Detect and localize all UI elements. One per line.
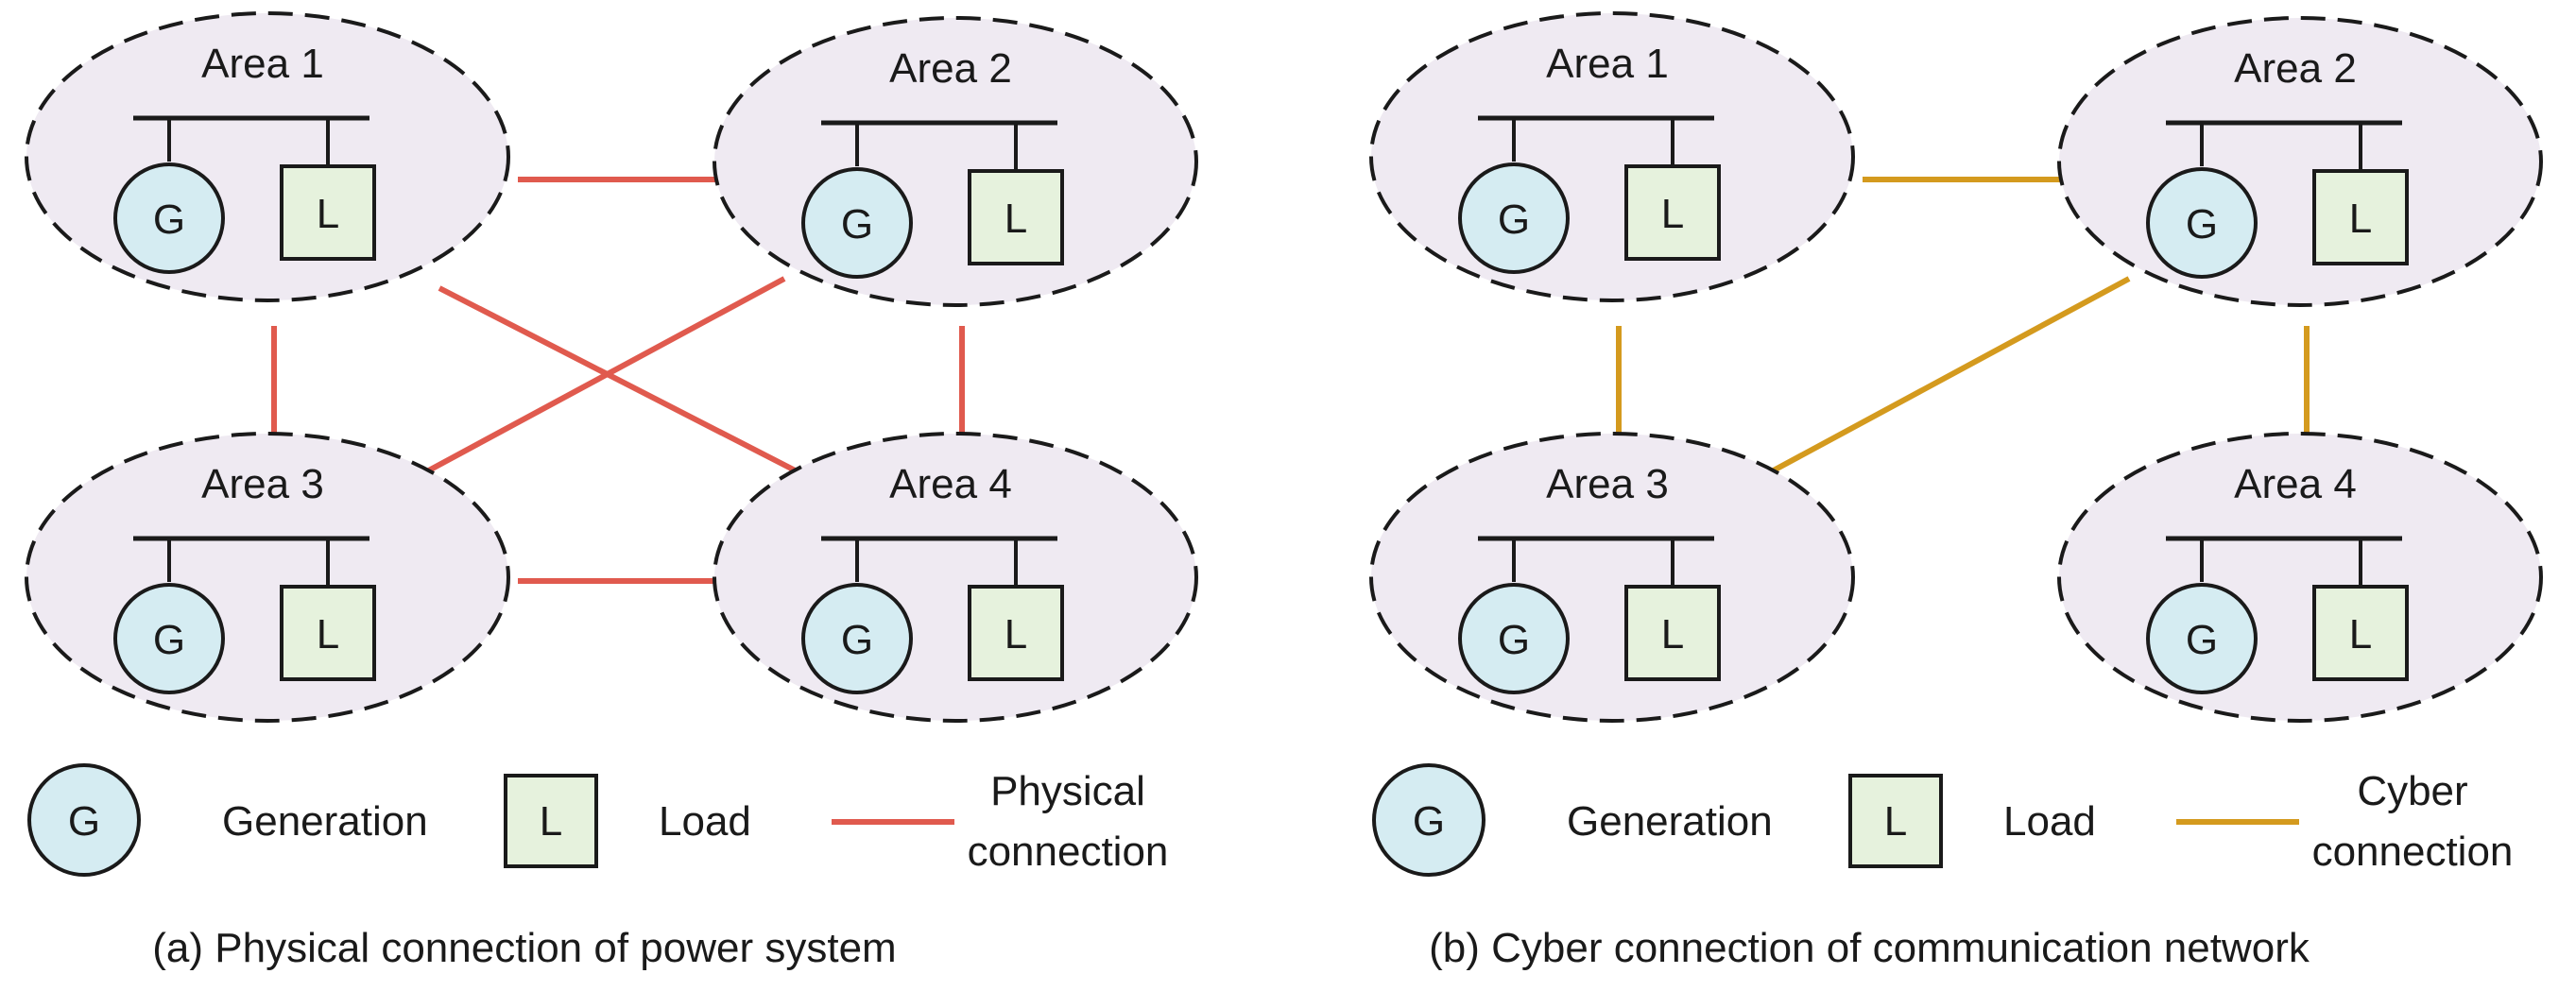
legend-load-label: Load [659, 798, 751, 845]
area-label: Area 3 [201, 461, 324, 507]
generation-circle [113, 162, 225, 274]
legend: G Generation L Load Cyber connection [1372, 763, 2514, 877]
legend-generation-symbol: G [1413, 798, 1445, 845]
load-square [1624, 164, 1721, 261]
load-square [280, 585, 376, 681]
legend-generation-symbol: G [68, 798, 100, 845]
area-label: Area 3 [1546, 461, 1669, 507]
connections-group [271, 177, 965, 584]
panel-caption: (a) Physical connection of power system [152, 925, 896, 971]
generation-circle [1458, 583, 1570, 694]
connection-0-3 [438, 285, 810, 480]
legend-load-symbol: L [540, 798, 562, 845]
panel-a: Area 1 G L Area 2 G L Area 3 G L Area 4 G L G Generat… [25, 11, 1198, 971]
generation-circle [2146, 583, 2258, 694]
generation-symbol: G [841, 201, 873, 248]
legend-connection-label-line2: connection [968, 829, 1169, 875]
area-node: Area 3 G L [1369, 432, 1855, 723]
generation-circle [113, 583, 225, 694]
area-label: Area 4 [889, 461, 1012, 507]
panel-caption: (b) Cyber connection of communication ne… [1429, 925, 2310, 971]
legend-generation-label: Generation [222, 798, 428, 845]
area-label: Area 1 [201, 41, 324, 87]
load-square [2312, 169, 2409, 265]
legend-connection-label-line1: Physical [990, 768, 1145, 814]
connections-group [1616, 177, 2310, 475]
area-node: Area 1 G L [25, 11, 510, 302]
area-node: Area 2 G L [713, 16, 1198, 307]
load-symbol: L [2349, 611, 2372, 658]
load-symbol: L [1005, 611, 1027, 658]
area-label: Area 4 [2234, 461, 2357, 507]
load-square [968, 585, 1064, 681]
connection-1-2 [1768, 276, 2131, 475]
generation-symbol: G [153, 617, 185, 663]
generation-symbol: G [1498, 617, 1530, 663]
load-square [1624, 585, 1721, 681]
generation-symbol: G [1498, 196, 1530, 243]
generation-circle [1458, 162, 1570, 274]
connection-1-2 [423, 276, 786, 475]
legend-generation-icon [1372, 763, 1485, 877]
area-node: Area 4 G L [2057, 432, 2543, 723]
generation-circle [2146, 167, 2258, 279]
generation-circle [801, 167, 913, 279]
panel-b: Area 1 G L Area 2 G L Area 3 G L Area 4 G L G Generat… [1369, 11, 2543, 971]
generation-symbol: G [2186, 617, 2218, 663]
legend-load-label: Load [2003, 798, 2096, 845]
load-symbol: L [1661, 191, 1684, 237]
generation-symbol: G [153, 196, 185, 243]
load-symbol: L [1005, 196, 1027, 242]
area-label: Area 2 [2234, 45, 2357, 92]
legend-generation-label: Generation [1567, 798, 1773, 845]
area-label: Area 1 [1546, 41, 1669, 87]
legend-connection-label-line2: connection [2312, 829, 2514, 875]
legend-generation-icon [27, 763, 141, 877]
generation-symbol: G [2186, 201, 2218, 248]
load-square [280, 164, 376, 261]
legend-load-icon [504, 774, 598, 868]
legend-load-icon [1848, 774, 1943, 868]
load-symbol: L [317, 191, 339, 237]
load-symbol: L [1661, 611, 1684, 658]
load-square [968, 169, 1064, 265]
area-node: Area 4 G L [713, 432, 1198, 723]
legend-connection-label-line1: Cyber [2357, 768, 2467, 814]
legend-load-symbol: L [1884, 798, 1907, 845]
load-symbol: L [2349, 196, 2372, 242]
generation-circle [801, 583, 913, 694]
legend: G Generation L Load Physical connection [27, 763, 1169, 877]
area-node: Area 1 G L [1369, 11, 1855, 302]
area-node: Area 3 G L [25, 432, 510, 723]
load-symbol: L [317, 611, 339, 658]
load-square [2312, 585, 2409, 681]
area-label: Area 2 [889, 45, 1012, 92]
area-node: Area 2 G L [2057, 16, 2543, 307]
generation-symbol: G [841, 617, 873, 663]
